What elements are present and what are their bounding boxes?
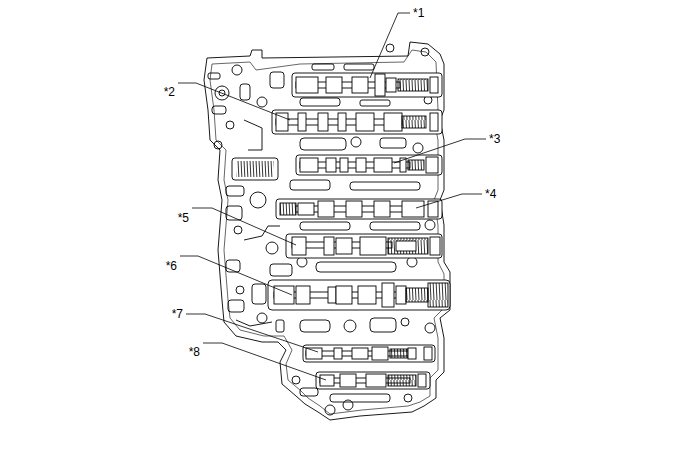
leader-lines [178,13,486,380]
callout-number: *5 [178,211,189,225]
callout-number: *2 [164,85,175,99]
callout-number: *3 [489,132,500,146]
callout-number: *7 [172,307,183,321]
valve-body [204,42,450,420]
valve-spools [268,73,450,389]
callout-number: *1 [413,6,424,20]
callout-number: *4 [485,187,496,201]
callout-number: *8 [189,345,200,359]
callout-number: *6 [166,259,177,273]
